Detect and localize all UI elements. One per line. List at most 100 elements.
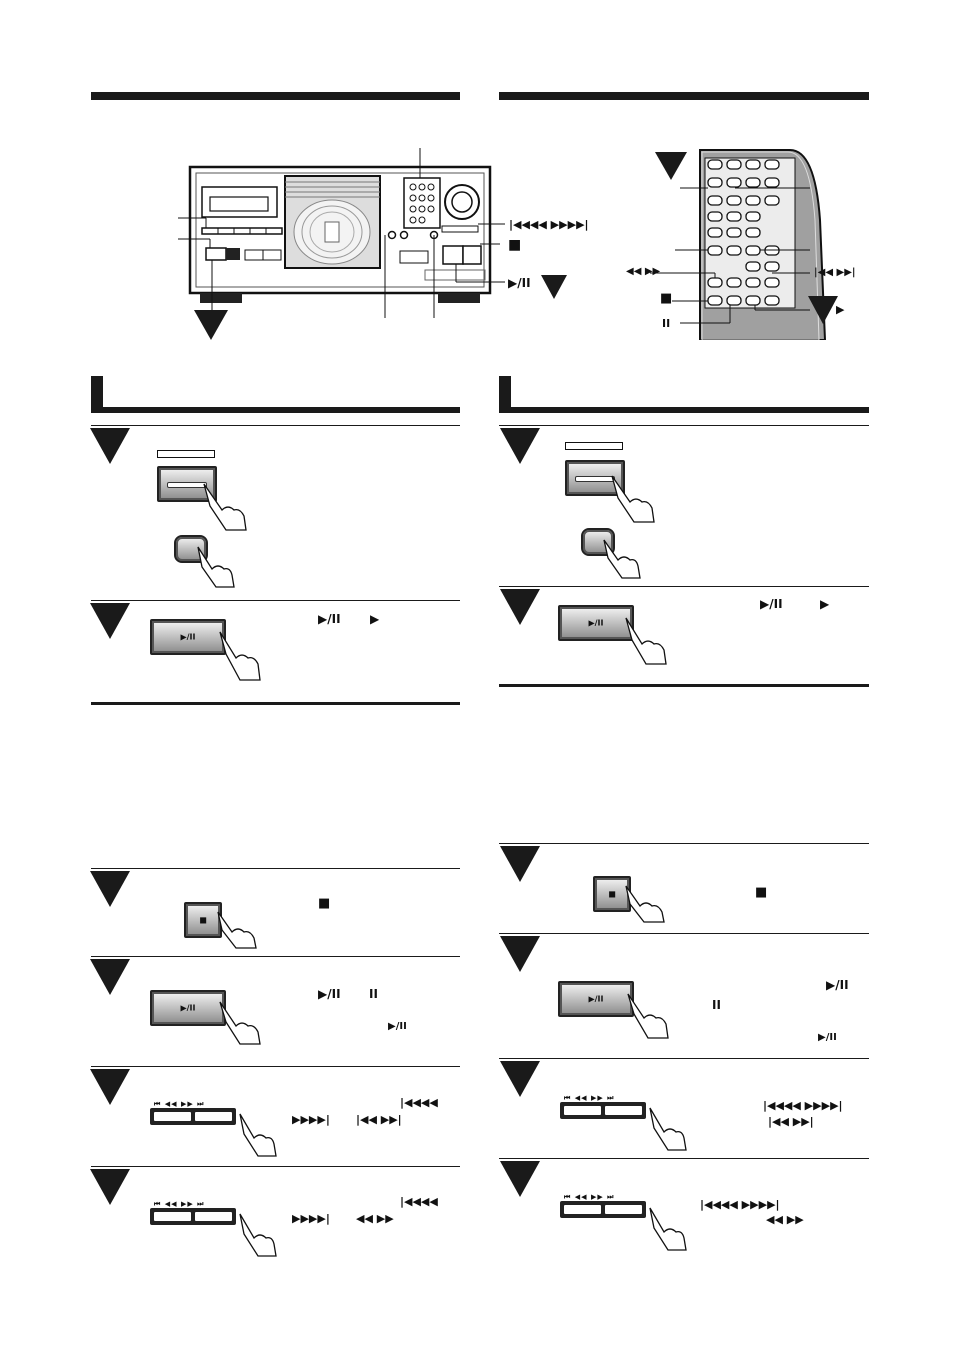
remote-skip-label: |◀◀ ▶▶| [814,267,856,278]
pointing-hand-icon [627,993,669,1039]
pointing-hand-icon [603,539,641,579]
step-indicator-arrow [808,296,838,324]
pointing-hand-icon [219,631,261,681]
step-divider [91,600,460,601]
step-indicator-arrow [194,310,228,340]
pointing-hand-icon [625,617,667,665]
step-divider [499,843,869,844]
pointing-hand-icon [239,1213,277,1257]
step-2-marker [90,959,130,995]
remote-play-label: ▶ [836,303,845,316]
pointing-hand-icon [239,1113,277,1157]
top-rule-left [91,92,460,100]
pointing-hand-icon [611,475,655,523]
stop-label: ■ [508,237,522,253]
play-symbol: ▶ [370,612,380,626]
skip-seek-left-symbol: |◀◀◀◀ [400,1096,438,1109]
pointing-hand-icon [219,1001,261,1045]
stop-symbol: ■ [755,885,768,900]
seek-button-row: ⏮ ◀◀ ▶▶ ⏭ [560,1094,646,1121]
seek-back-button[interactable] [563,1204,602,1215]
step-1-marker [500,846,540,882]
power-indicator-bar [157,450,215,458]
section-header-left-rule [91,407,460,413]
step-3-marker [90,1069,130,1105]
play-pause-symbol: ▶/II [318,612,341,626]
seek-button-row: ⏮ ◀◀ ▶▶ ⏭ [150,1100,236,1127]
step-2-marker [500,589,540,625]
stop-symbol: ■ [318,896,331,911]
seek-forward-button[interactable] [194,1111,233,1122]
power-indicator-bar [565,442,623,450]
seek-back-button[interactable] [153,1211,192,1222]
stop-button[interactable]: ■ [184,902,222,938]
step-divider [91,425,460,426]
seek-back-button[interactable] [153,1111,192,1122]
step-4-marker [90,1169,130,1205]
seek-back-button[interactable] [563,1105,602,1116]
remote-pause-label: II [662,317,671,330]
step-1-marker [500,428,540,464]
section-header-left-block [91,376,103,413]
seek-forward-button[interactable] [604,1105,643,1116]
pause-symbol: II [369,987,378,1001]
step-divider [499,1158,869,1159]
step-divider [91,956,460,957]
skip-seek-right-symbol: ▶▶▶▶| [292,1212,330,1225]
section-rule [499,684,869,687]
pointing-hand-icon [217,911,257,949]
play-pause-label: ▶/II [508,276,531,290]
pointing-hand-icon [197,546,235,588]
top-rule-right [499,92,869,100]
seek-pair-symbol: ◀◀ ▶▶ [356,1212,394,1225]
step-1-marker [90,428,130,464]
section-header-right-block [499,376,511,413]
play-pause-symbol: ▶/II [818,1032,837,1043]
seek-button-row: ⏮ ◀◀ ▶▶ ⏭ [150,1200,236,1227]
pause-symbol: II [712,998,721,1012]
remote-stop-label: ■ [660,291,673,306]
step-divider [499,933,869,934]
step-indicator-arrow [541,275,567,299]
play-pause-button[interactable]: ▶/II [150,619,226,655]
step-1-marker [90,871,130,907]
play-symbol: ▶ [820,597,830,611]
play-pause-button[interactable]: ▶/II [150,990,226,1026]
step-4-marker [500,1161,540,1197]
play-pause-symbol: ▶/II [760,597,783,611]
remote-seek-label: ◀◀ ▶▶ [626,266,661,277]
section-rule [91,702,460,705]
step-divider [499,425,869,426]
section-header-right-rule [499,407,869,413]
step-divider [91,1066,460,1067]
pointing-hand-icon [649,1207,687,1251]
skip-seek-left-symbol: |◀◀◀◀ [400,1195,438,1208]
main-unit-illustration [178,148,505,318]
pointing-hand-icon [203,483,247,531]
skip-seek-row-symbol: |◀◀◀◀ ▶▶▶▶| [700,1198,780,1211]
step-3-marker [500,1061,540,1097]
skip-pair-symbol: |◀◀ ▶▶| [356,1113,402,1126]
seek-forward-button[interactable] [604,1204,643,1215]
seek-forward-button[interactable] [194,1211,233,1222]
play-pause-symbol: ▶/II [388,1021,407,1032]
skip-seek-label: |◀◀◀◀ ▶▶▶▶| [509,218,589,231]
step-divider [91,868,460,869]
step-divider [91,1166,460,1167]
step-divider [499,1058,869,1059]
skip-pair-symbol: |◀◀ ▶▶| [768,1115,814,1128]
pointing-hand-icon [649,1107,687,1151]
play-pause-symbol: ▶/II [826,978,849,992]
step-2-marker [90,603,130,639]
skip-seek-right-symbol: ▶▶▶▶| [292,1113,330,1126]
play-pause-button[interactable]: ▶/II [558,605,634,641]
skip-seek-row-symbol: |◀◀◀◀ ▶▶▶▶| [763,1099,843,1112]
power-button[interactable] [565,460,625,496]
step-indicator-arrow [655,152,687,180]
seek-button-row: ⏮ ◀◀ ▶▶ ⏭ [560,1193,646,1220]
pointing-hand-icon [625,885,665,923]
remote-illustration [650,149,827,340]
seek-pair-symbol: ◀◀ ▶▶ [766,1213,804,1226]
play-pause-button[interactable]: ▶/II [558,981,634,1017]
play-pause-symbol: ▶/II [318,987,341,1001]
